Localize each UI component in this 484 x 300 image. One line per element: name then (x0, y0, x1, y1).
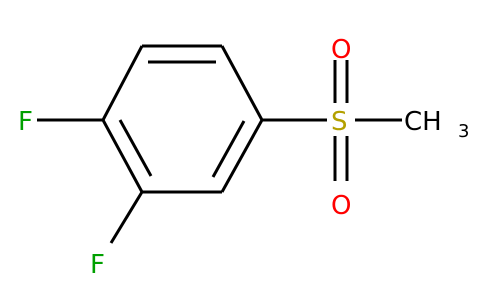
atom-label-oxygen-top: O (331, 35, 351, 65)
atom-label-sulfur: S (331, 107, 348, 137)
sulfonyl-bond-group (333, 60, 349, 181)
atom-label-methyl-subscript: 3 (458, 121, 469, 142)
ring-bond-bottom-right (220, 119, 264, 193)
atom-label-fluorine-bottom: F (90, 250, 105, 280)
atom-label-methyl: CH (404, 107, 442, 137)
ring-bond-top-right (220, 45, 264, 121)
ring-bond-bottom-left (101, 119, 144, 193)
ring-bond-bottom-left-inner (118, 119, 153, 177)
bond-group (37, 44, 402, 244)
atom-label-fluorine-top: F (18, 107, 33, 137)
ring-bond-top-left (101, 45, 144, 121)
ring-bond-bottom-right-inner (211, 120, 246, 178)
bond-ring-to-fluorine-bottom (109, 191, 144, 244)
atom-label-oxygen-bottom: O (331, 191, 351, 221)
